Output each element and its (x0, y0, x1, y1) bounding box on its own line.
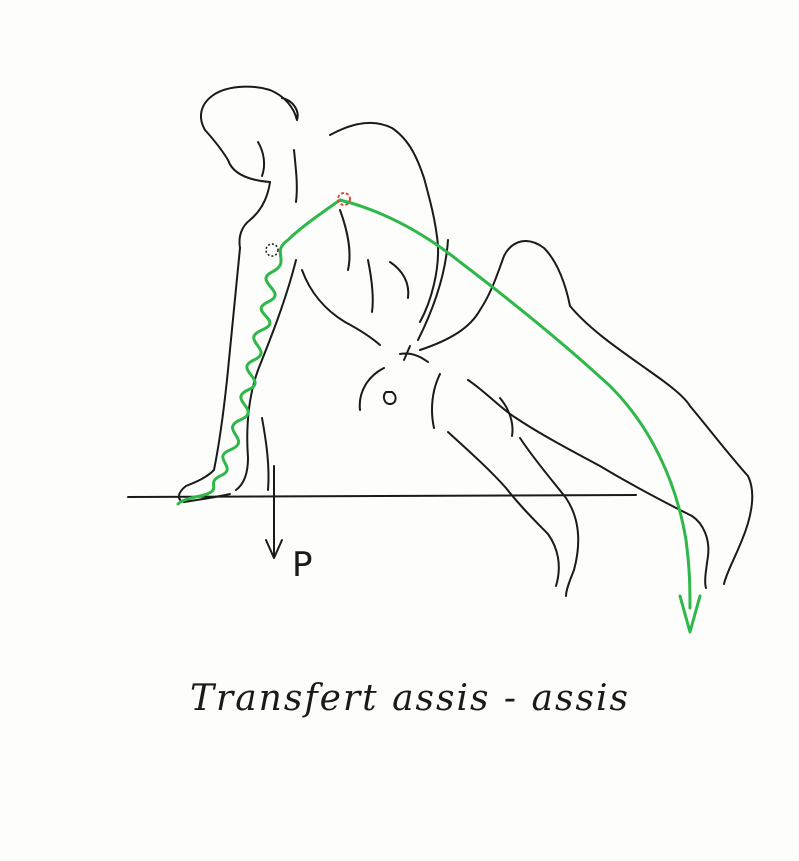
abdomen-line (302, 270, 380, 345)
torso-outline (330, 123, 424, 178)
support-arm-front (236, 260, 296, 490)
far-shin-front (690, 406, 752, 584)
near-calf-line (448, 432, 559, 586)
neck-back-outline (239, 182, 270, 248)
weight-force-label: P (292, 545, 313, 585)
belly-line (390, 262, 408, 298)
knee-crease (500, 398, 513, 436)
far-shin-back (705, 556, 708, 588)
side-line (368, 260, 373, 312)
support-arm-back (179, 248, 240, 502)
buttock-outline (360, 368, 384, 410)
elbow-joint-marker (266, 244, 278, 256)
neck-front-outline (294, 150, 297, 202)
near-shin-line (520, 438, 578, 596)
near-thigh-bottom (468, 380, 708, 556)
hip-mark (384, 392, 396, 404)
thigh-back (432, 374, 440, 428)
near-thigh-top (420, 241, 690, 406)
chest-line (340, 210, 350, 270)
head-jaw (258, 142, 264, 176)
support-leg-line (262, 418, 269, 490)
head-outline (201, 87, 298, 182)
figure-caption: Transfert assis - assis (190, 678, 610, 719)
support-force-spring (178, 200, 340, 504)
